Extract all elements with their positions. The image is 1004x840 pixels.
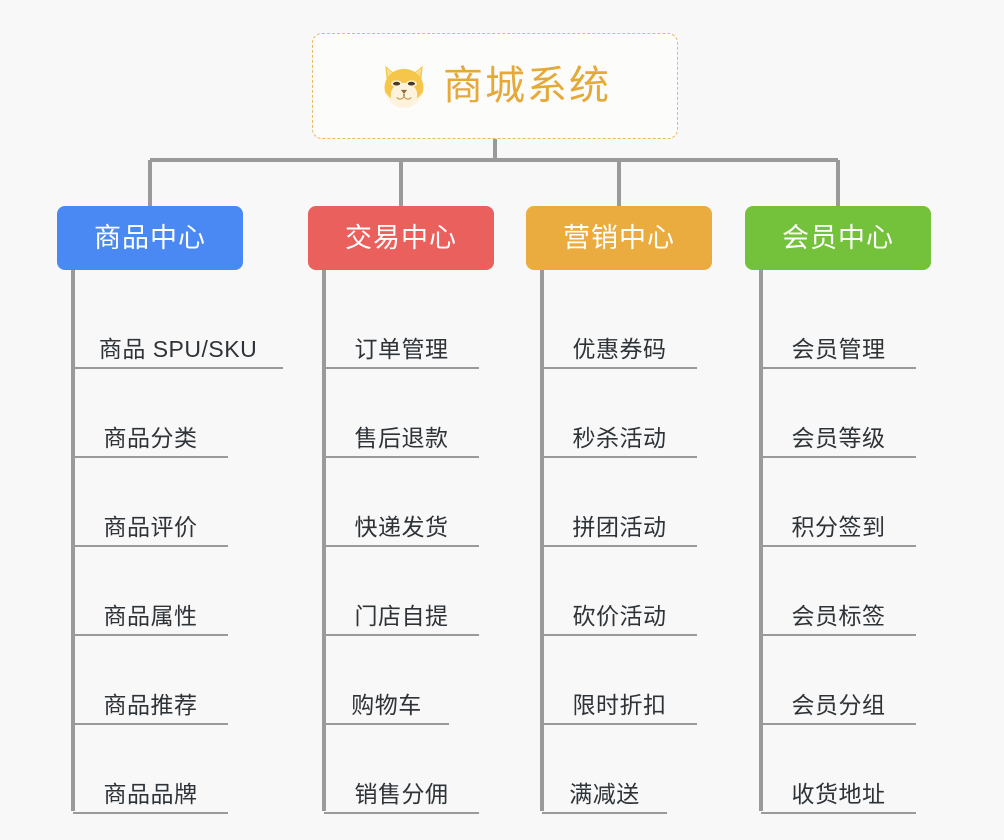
leaf-item[interactable]: 会员管理	[761, 280, 916, 369]
leaf-item[interactable]: 商品属性	[73, 547, 228, 636]
leaf-item[interactable]: 订单管理	[324, 280, 479, 369]
leaf-label: 限时折扣	[572, 692, 667, 718]
leaf-item[interactable]: 拼团活动	[542, 458, 697, 547]
leaf-label: 销售分佣	[354, 781, 449, 807]
leaf-label: 优惠券码	[572, 336, 667, 362]
leaf-label: 订单管理	[354, 336, 449, 362]
leaf-item[interactable]: 满减送	[542, 725, 667, 814]
leaf-item[interactable]: 会员分组	[761, 636, 916, 725]
leaf-item[interactable]: 会员等级	[761, 369, 916, 458]
leaf-label: 商品分类	[103, 425, 198, 451]
leaf-label: 砍价活动	[572, 603, 667, 629]
leaf-label: 收货地址	[791, 781, 886, 807]
leaf-label: 商品品牌	[103, 781, 198, 807]
leaf-list-trade-center: 订单管理 售后退款 快递发货 门店自提 购物车 销售分佣	[308, 270, 494, 814]
leaf-label: 会员标签	[791, 603, 886, 629]
leaf-item[interactable]: 商品 SPU/SKU	[73, 280, 283, 369]
leaf-item[interactable]: 门店自提	[324, 547, 479, 636]
root-title: 商城系统	[443, 64, 611, 108]
leaf-label: 会员分组	[791, 692, 886, 718]
leaf-label: 门店自提	[354, 603, 449, 629]
column-header-member-center[interactable]: 会员中心	[745, 206, 931, 270]
leaf-list-product-center: 商品 SPU/SKU 商品分类 商品评价 商品属性 商品推荐 商品品牌	[57, 270, 283, 814]
leaf-item[interactable]: 商品评价	[73, 458, 228, 547]
leaf-label: 商品评价	[103, 514, 198, 540]
column-header-trade-center[interactable]: 交易中心	[308, 206, 494, 270]
leaf-item[interactable]: 商品推荐	[73, 636, 228, 725]
leaf-item[interactable]: 快递发货	[324, 458, 479, 547]
column-trade-center: 交易中心 订单管理 售后退款 快递发货 门店自提 购物车 销售分佣	[308, 206, 494, 814]
column-header-marketing-center[interactable]: 营销中心	[526, 206, 712, 270]
leaf-label: 商品 SPU/SKU	[98, 336, 258, 362]
leaf-item[interactable]: 购物车	[324, 636, 449, 725]
leaf-label: 秒杀活动	[572, 425, 667, 451]
leaf-list-marketing-center: 优惠券码 秒杀活动 拼团活动 砍价活动 限时折扣 满减送	[526, 270, 712, 814]
leaf-label: 商品推荐	[103, 692, 198, 718]
leaf-item[interactable]: 秒杀活动	[542, 369, 697, 458]
leaf-item[interactable]: 优惠券码	[542, 280, 697, 369]
leaf-item[interactable]: 会员标签	[761, 547, 916, 636]
leaf-item[interactable]: 砍价活动	[542, 547, 697, 636]
leaf-item[interactable]: 商品品牌	[73, 725, 228, 814]
leaf-list-member-center: 会员管理 会员等级 积分签到 会员标签 会员分组 收货地址	[745, 270, 931, 814]
leaf-label: 售后退款	[354, 425, 449, 451]
leaf-item[interactable]: 限时折扣	[542, 636, 697, 725]
root-node[interactable]: 商城系统	[312, 33, 678, 139]
column-member-center: 会员中心 会员管理 会员等级 积分签到 会员标签 会员分组 收货地址	[745, 206, 931, 814]
leaf-label: 满减送	[569, 781, 640, 807]
leaf-label: 积分签到	[791, 514, 886, 540]
leaf-item[interactable]: 收货地址	[761, 725, 916, 814]
leaf-label: 商品属性	[103, 603, 198, 629]
column-product-center: 商品中心 商品 SPU/SKU 商品分类 商品评价 商品属性 商品推荐 商品品牌	[57, 206, 283, 814]
leaf-item[interactable]: 积分签到	[761, 458, 916, 547]
column-header-product-center[interactable]: 商品中心	[57, 206, 243, 270]
leaf-label: 会员等级	[791, 425, 886, 451]
leaf-item[interactable]: 销售分佣	[324, 725, 479, 814]
leaf-label: 会员管理	[791, 336, 886, 362]
leaf-item[interactable]: 商品分类	[73, 369, 228, 458]
leaf-item[interactable]: 售后退款	[324, 369, 479, 458]
column-marketing-center: 营销中心 优惠券码 秒杀活动 拼团活动 砍价活动 限时折扣 满减送	[526, 206, 712, 814]
leaf-label: 快递发货	[354, 514, 449, 540]
shiba-dog-icon	[384, 65, 424, 108]
leaf-label: 拼团活动	[572, 514, 667, 540]
leaf-label: 购物车	[351, 692, 422, 718]
